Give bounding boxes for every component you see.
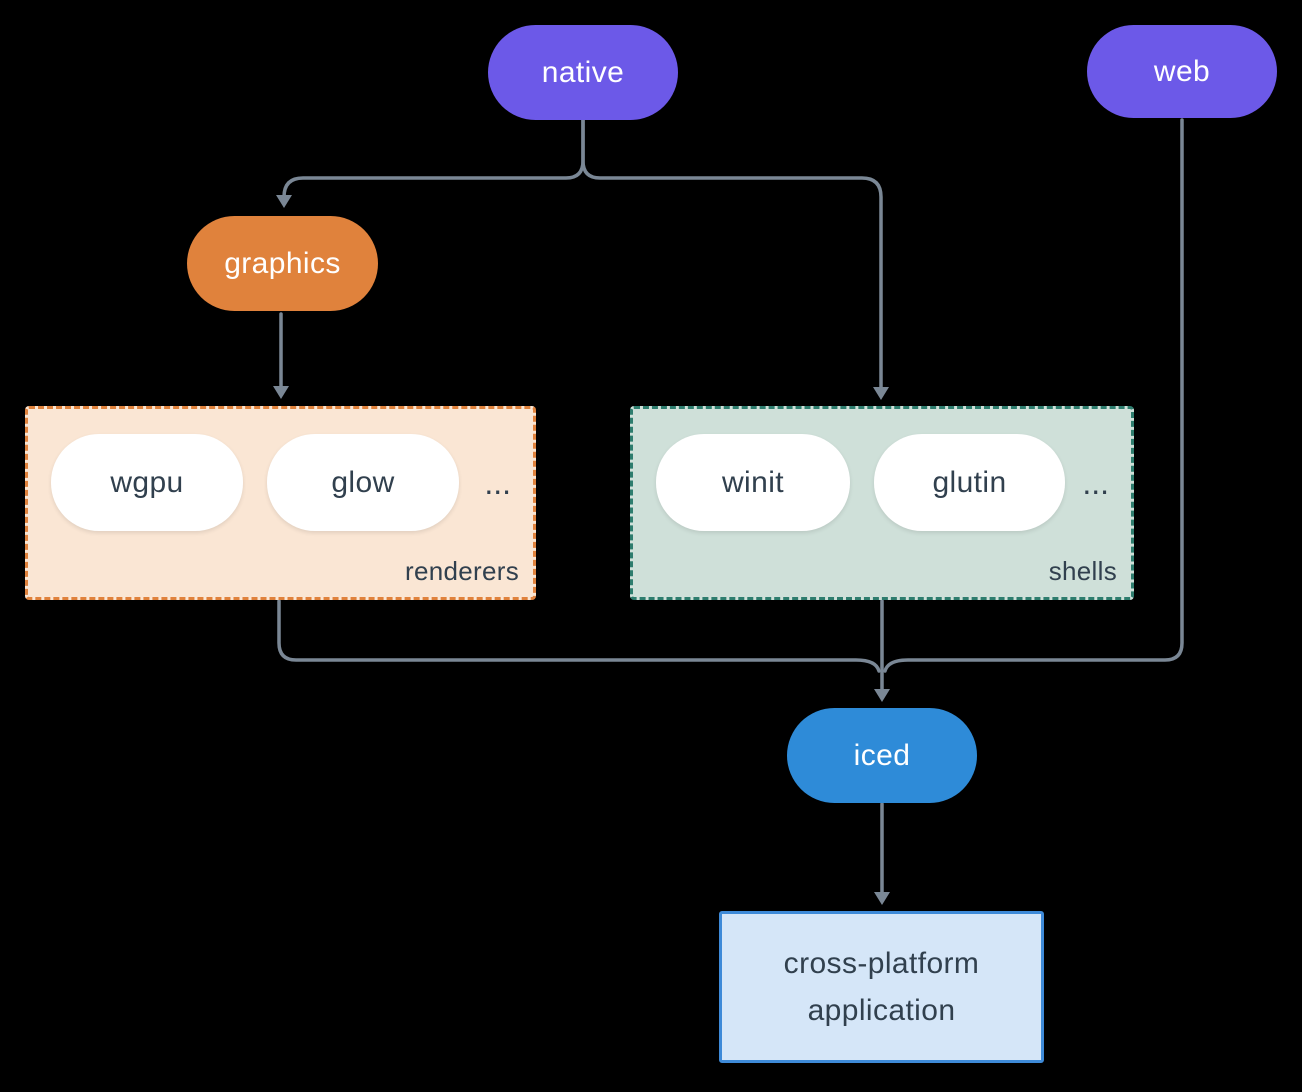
node-winit: winit (656, 434, 850, 531)
node-graphics-label: graphics (224, 246, 341, 280)
node-graphics: graphics (187, 216, 378, 311)
edge-renderers-to-iced (277, 599, 881, 673)
group-shells: winit glutin ... shells (630, 406, 1134, 600)
arrowhead-iced (874, 689, 890, 702)
renderers-ellipsis: ... (484, 465, 511, 501)
edge-native-to-shells (581, 118, 883, 390)
node-wgpu: wgpu (51, 434, 243, 531)
shells-group-label: shells (1048, 556, 1117, 586)
group-renderers: wgpu glow ... renderers (25, 406, 536, 600)
node-glow-label: glow (331, 465, 395, 499)
edge-native-to-graphics (282, 118, 585, 199)
node-wgpu-label: wgpu (110, 465, 184, 499)
arrowhead-shells (873, 387, 889, 400)
node-iced-label: iced (853, 738, 911, 772)
node-web-label: web (1153, 54, 1211, 88)
edge-web-to-iced (883, 118, 1184, 673)
node-winit-label: winit (721, 465, 784, 499)
arrowhead-graphics (276, 195, 292, 208)
shells-ellipsis: ... (1082, 465, 1109, 501)
node-native: native (488, 25, 678, 120)
node-glow: glow (267, 434, 459, 531)
renderers-group-label: renderers (405, 556, 519, 586)
arrowhead-application (874, 892, 890, 905)
node-native-label: native (541, 55, 625, 89)
node-application: cross-platform application (719, 911, 1044, 1063)
arrowhead-renderers (273, 386, 289, 399)
node-application-label: cross-platform application (783, 947, 980, 1027)
node-iced: iced (787, 708, 977, 803)
node-glutin-label: glutin (932, 465, 1007, 499)
node-glutin: glutin (874, 434, 1065, 531)
node-web: web (1087, 25, 1277, 118)
